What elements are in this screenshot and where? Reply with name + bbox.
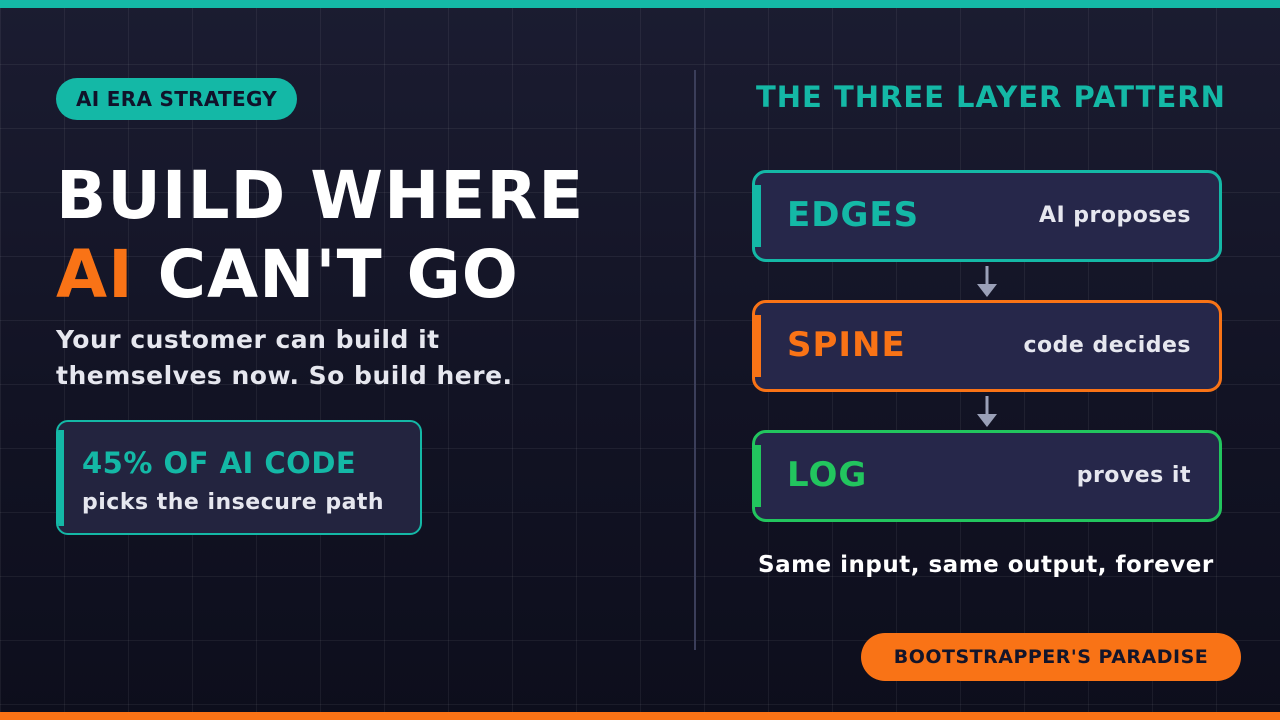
layer-name: SPINE	[787, 325, 906, 365]
pattern-tagline: Same input, same output, forever	[758, 552, 1214, 578]
stat-value: 45% OF AI CODE	[82, 446, 357, 480]
layer-accent-stripe	[755, 185, 761, 247]
layer-description: proves it	[1076, 463, 1191, 488]
headline-line-2: CAN'T GO	[133, 236, 519, 313]
layer-card-edges: EDGES AI proposes	[752, 170, 1222, 262]
headline: BUILD WHERE AI CAN'T GO	[56, 156, 584, 314]
layer-accent-stripe	[755, 445, 761, 507]
layer-name: EDGES	[787, 195, 920, 235]
layer-accent-stripe	[755, 315, 761, 377]
layer-description: code decides	[1023, 333, 1191, 358]
bottom-accent-bar	[0, 712, 1280, 720]
headline-accent-word: AI	[56, 236, 134, 313]
stat-card: 45% OF AI CODE picks the insecure path	[56, 420, 422, 535]
top-accent-bar	[0, 0, 1280, 8]
arrow-down-icon	[977, 396, 997, 427]
layer-name: LOG	[787, 455, 868, 495]
stat-card-accent-stripe	[58, 430, 64, 526]
stat-caption: picks the insecure path	[82, 490, 385, 515]
subheadline: Your customer can build it themselves no…	[56, 325, 513, 390]
column-divider	[694, 70, 696, 650]
layer-card-log: LOG proves it	[752, 430, 1222, 522]
headline-line-1: BUILD WHERE	[56, 157, 585, 234]
pattern-title: THE THREE LAYER PATTERN	[756, 80, 1226, 114]
layer-card-spine: SPINE code decides	[752, 300, 1222, 392]
arrow-down-icon	[977, 266, 997, 297]
strategy-badge: AI ERA STRATEGY	[56, 78, 298, 120]
layer-description: AI proposes	[1038, 203, 1191, 228]
footer-badge: BOOTSTRAPPER'S PARADISE	[861, 633, 1241, 681]
